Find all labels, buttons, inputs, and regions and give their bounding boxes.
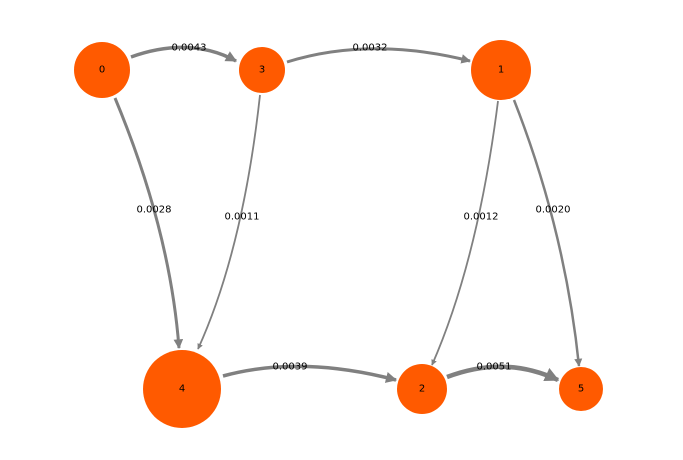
edge-1-5 [512, 99, 583, 367]
edge-3-1 [286, 47, 471, 64]
edge-4-2 [222, 364, 398, 383]
edge-2-5 [446, 364, 560, 383]
node-4[interactable] [143, 350, 221, 428]
edge-weight-4-2: 0.0039 [272, 361, 308, 373]
edge-1-2 [431, 100, 499, 366]
node-1[interactable] [471, 40, 531, 100]
node-0[interactable] [74, 42, 130, 98]
edge-weight-1-5: 0.0020 [535, 204, 571, 216]
edge-weight-0-4: 0.0028 [136, 204, 172, 216]
edge-0-3 [130, 45, 237, 63]
edge-weight-0-3: 0.0043 [171, 42, 207, 54]
edge-weight-3-1: 0.0032 [352, 42, 388, 54]
edge-3-4 [197, 94, 261, 350]
edge-weight-3-4: 0.0011 [224, 211, 260, 223]
node-2[interactable] [397, 364, 447, 414]
node-5[interactable] [559, 367, 603, 411]
node-3[interactable] [239, 47, 285, 93]
edge-weight-2-5: 0.0051 [476, 361, 512, 373]
edge-0-4 [113, 97, 184, 349]
edge-weight-1-2: 0.0012 [463, 211, 499, 223]
